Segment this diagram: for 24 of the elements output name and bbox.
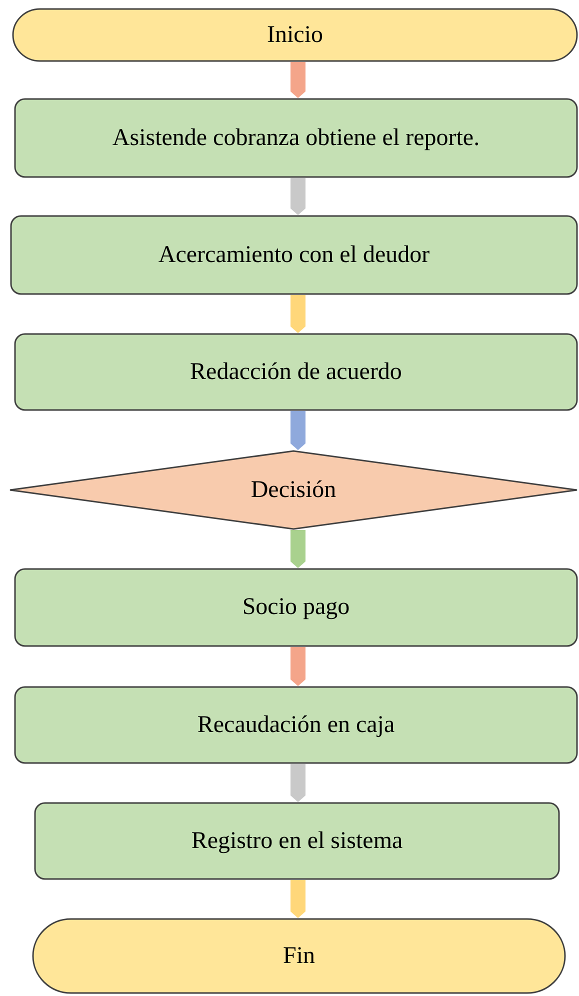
node-label: Registro en el sistema: [191, 828, 403, 854]
node-label: Socio pago: [242, 594, 350, 621]
arrow: [290, 178, 306, 215]
arrow: [290, 764, 306, 802]
arrow: [290, 880, 306, 918]
arrow: [290, 62, 306, 98]
arrow: [290, 530, 306, 568]
process-box: [14, 568, 578, 647]
process-box: [14, 333, 578, 411]
process-box: [14, 686, 578, 764]
decision-diamond: [9, 450, 578, 530]
node-label: Decisión: [250, 476, 336, 504]
node-label: Acercamiento con el deudor: [158, 242, 430, 268]
process-box: [10, 215, 578, 295]
node-label: Recaudación en caja: [197, 712, 395, 738]
node-label: Asistende cobranza obtiene el reporte.: [112, 124, 480, 152]
node-label: Fin: [282, 942, 315, 970]
arrow: [290, 411, 306, 450]
arrow: [290, 295, 306, 333]
process-box: [14, 98, 578, 178]
node-label: Redacción de acuerdo: [190, 358, 402, 386]
process-box: [34, 802, 560, 880]
node-label: Inicio: [267, 22, 323, 48]
arrow: [290, 647, 306, 686]
